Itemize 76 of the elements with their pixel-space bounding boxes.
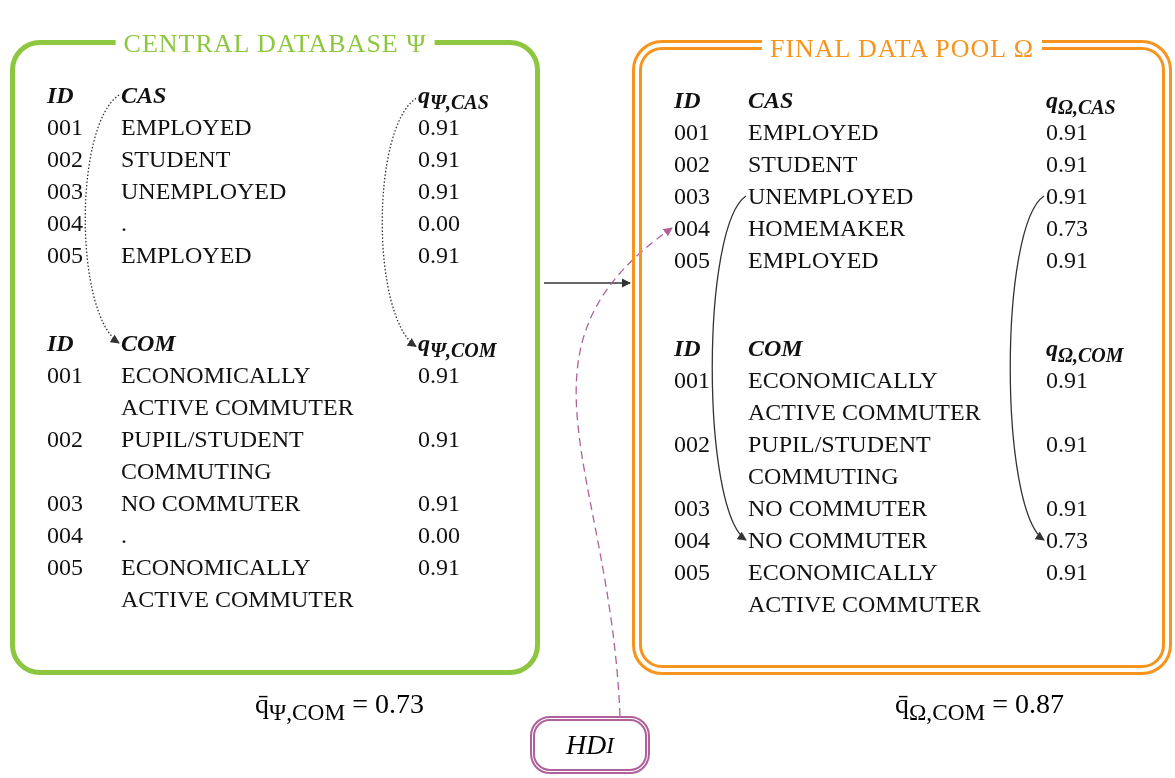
status-value: STUDENT [121, 145, 231, 174]
status-value: ECONOMICALLY ACTIVE COMMUTER [748, 558, 982, 619]
quality-score: 0.91 [418, 425, 460, 454]
quality-score: 0.91 [1046, 150, 1088, 179]
status-value: EMPLOYED [748, 246, 879, 275]
column-header: ID [674, 334, 701, 363]
arrow [575, 227, 673, 717]
column-header: q$_{Ω,CAS}$ [1046, 86, 1116, 120]
record-id: 003 [47, 177, 83, 206]
status-value: EMPLOYED [748, 118, 879, 147]
quality-score: 0.91 [1046, 430, 1088, 459]
status-value: UNEMPLOYED [121, 177, 287, 206]
quality-score: 0.91 [1046, 494, 1088, 523]
record-id: 004 [674, 526, 710, 555]
record-id: 003 [47, 489, 83, 518]
average-score: q̄$_{Ψ,COM}$ = 0.73 [255, 688, 424, 726]
status-value: NO COMMUTER [748, 524, 928, 556]
quality-score: 0.91 [418, 241, 460, 270]
arrow [543, 278, 631, 288]
quality-score: 0.73 [1046, 214, 1088, 243]
average-score: q̄$_{Ω,COM}$ = 0.87 [895, 688, 1065, 726]
quality-score: 0.91 [418, 145, 460, 174]
status-value: UNEMPLOYED [748, 180, 914, 212]
status-value: EMPLOYED [121, 113, 252, 142]
quality-score: 0.73 [1046, 524, 1088, 556]
column-header: COM [121, 327, 176, 359]
quality-score: 0.91 [418, 177, 460, 206]
arrow [84, 94, 120, 344]
status-value: PUPIL/STUDENT COMMUTING [121, 425, 305, 486]
column-header: ID [674, 86, 701, 115]
record-id: 003 [674, 494, 710, 523]
column-header: CAS [748, 86, 794, 115]
record-id: 002 [47, 145, 83, 174]
quality-score: 0.91 [1046, 246, 1088, 275]
quality-score: 0.91 [418, 553, 460, 582]
status-value: ECONOMICALLY ACTIVE COMMUTER [121, 553, 355, 614]
record-id: 004 [47, 521, 83, 550]
record-id: 005 [674, 558, 710, 587]
quality-score: 0.91 [1046, 180, 1088, 212]
status-value: . [121, 209, 127, 238]
quality-score: 0.91 [1046, 366, 1088, 395]
quality-score: 0.00 [418, 521, 460, 550]
status-value: STUDENT [748, 150, 858, 179]
record-id: 001 [674, 118, 710, 147]
status-value: HOMEMAKER [748, 214, 906, 243]
column-header: CAS [121, 79, 167, 111]
column-header: ID [47, 329, 74, 358]
record-id: 001 [674, 366, 710, 395]
status-value: ECONOMICALLY ACTIVE COMMUTER [121, 361, 355, 422]
record-id: 005 [674, 246, 710, 275]
arrow [381, 97, 417, 348]
status-value: NO COMMUTER [121, 489, 301, 518]
record-id: 002 [674, 150, 710, 179]
arrow [711, 195, 747, 541]
record-id: 003 [674, 182, 710, 211]
arrow [1009, 195, 1045, 541]
quality-score: 0.91 [1046, 118, 1088, 147]
record-id: 005 [47, 553, 83, 582]
column-header: ID [47, 81, 74, 110]
column-header: COM [748, 334, 803, 363]
status-value: ECONOMICALLY ACTIVE COMMUTER [748, 366, 982, 427]
record-id: 004 [47, 209, 83, 238]
record-id: 001 [47, 361, 83, 390]
status-value: NO COMMUTER [748, 494, 928, 523]
column-header: q$_{Ω,COM}$ [1046, 334, 1124, 368]
quality-score: 0.91 [1046, 558, 1088, 587]
status-value: PUPIL/STUDENT COMMUTING [748, 430, 932, 491]
status-value: . [121, 521, 127, 550]
record-id: 002 [47, 425, 83, 454]
quality-score: 0.91 [418, 489, 460, 518]
record-id: 001 [47, 113, 83, 142]
record-id: 004 [674, 212, 710, 244]
quality-score: 0.00 [418, 209, 460, 238]
status-value: EMPLOYED [121, 241, 252, 270]
record-id: 005 [47, 241, 83, 270]
record-id: 002 [674, 430, 710, 459]
